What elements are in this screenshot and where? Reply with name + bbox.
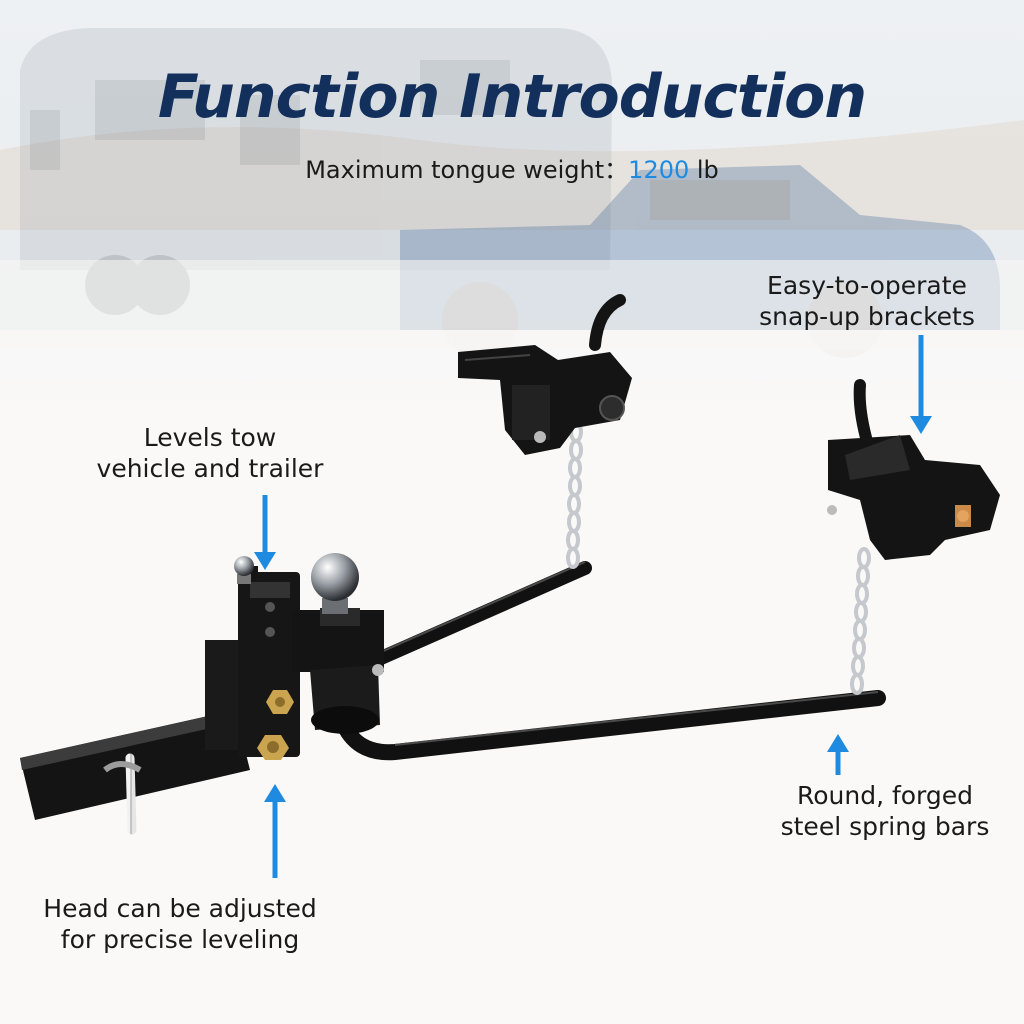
callout-brackets-line2: snap-up brackets xyxy=(759,302,975,331)
arrow-levels xyxy=(254,495,276,570)
callout-head-line1: Head can be adjusted xyxy=(43,894,317,923)
snap-up-bracket-left xyxy=(458,294,632,455)
callout-spring-bars-line1: Round, forged xyxy=(796,781,974,810)
small-ball xyxy=(234,556,254,584)
spec-unit: lb xyxy=(689,156,719,184)
hitch-pin xyxy=(103,753,142,835)
callout-head-line2: for precise leveling xyxy=(60,925,300,954)
page-title: Function Introduction xyxy=(157,62,867,132)
callout-spring-bars-line2: steel spring bars xyxy=(780,812,990,841)
callout-levels-line1: Levels tow xyxy=(143,423,277,452)
hills xyxy=(0,120,1024,230)
hitch-bolts xyxy=(257,690,294,760)
chain-right xyxy=(850,547,871,695)
arrow-brackets xyxy=(910,335,932,434)
arrow-spring-bars xyxy=(827,734,849,775)
rv-trailer-silhouette xyxy=(20,28,613,315)
hitch-head xyxy=(205,566,384,757)
spec-value: 1200 xyxy=(628,156,690,184)
callout-brackets-line1: Easy-to-operate xyxy=(767,271,967,300)
hitch-ball xyxy=(311,553,359,614)
callout-spring-bars: Round, forged steel spring bars xyxy=(770,780,1000,842)
callout-brackets: Easy-to-operate snap-up brackets xyxy=(732,270,1002,332)
spring-bar-upper xyxy=(365,561,592,669)
arrow-head xyxy=(264,784,286,878)
snap-up-bracket-right xyxy=(827,379,1000,560)
callout-levels: Levels tow vehicle and trailer xyxy=(70,422,350,484)
spec-label: Maximum tongue weight： xyxy=(305,156,629,184)
tongue-weight-spec: Maximum tongue weight：1200 lb xyxy=(0,150,1024,185)
callout-levels-line2: vehicle and trailer xyxy=(96,454,324,483)
callout-head: Head can be adjusted for precise levelin… xyxy=(20,893,340,955)
